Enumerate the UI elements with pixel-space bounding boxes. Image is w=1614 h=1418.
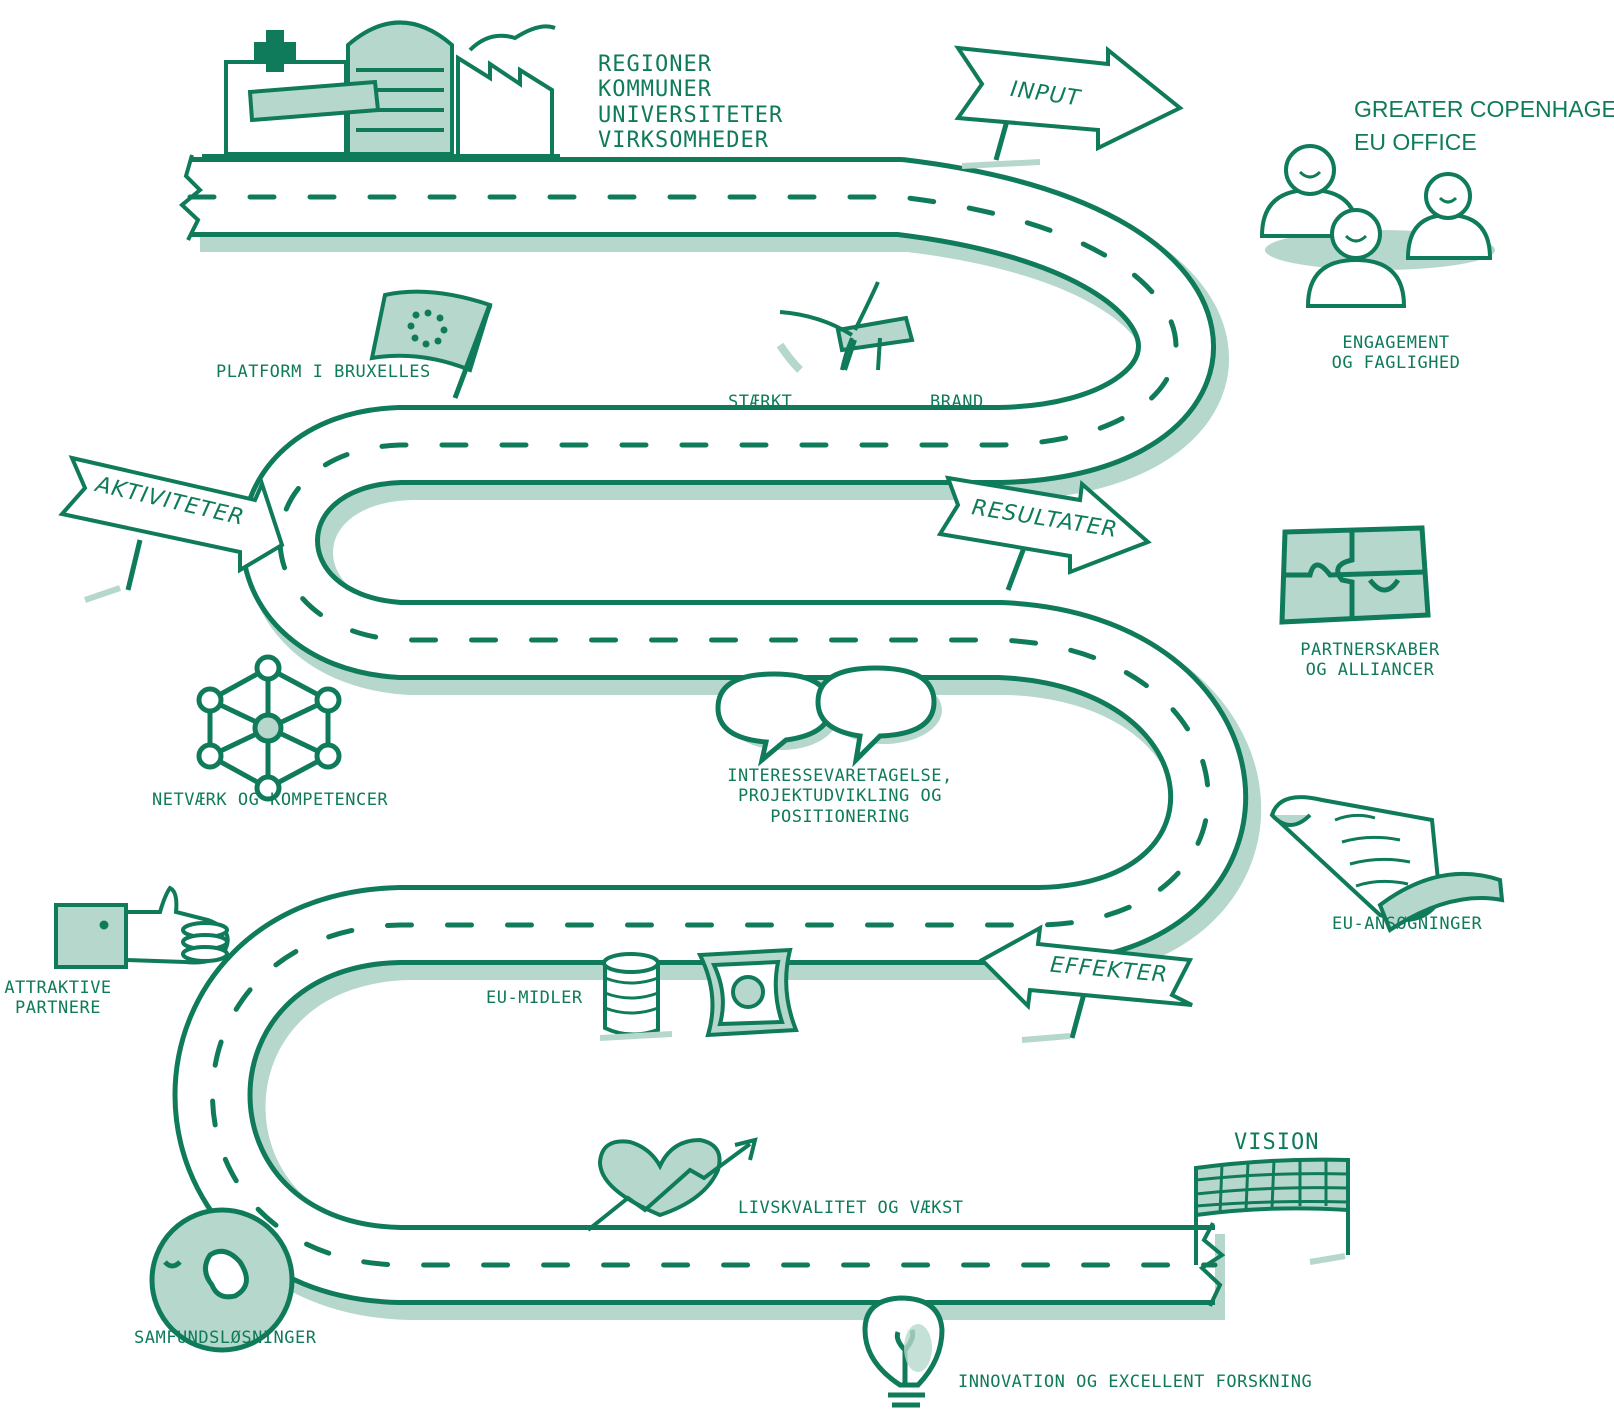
interesse-label: INTERESSEVARETAGELSE, PROJEKTUDVIKLING O…: [700, 766, 980, 827]
partnerskaber-line-2: OG ALLIANCER: [1305, 660, 1435, 681]
coins-icon: [599, 952, 673, 1041]
effekter-sign: EFFEKTER: [978, 924, 1194, 1043]
heart-arrow-icon: [586, 1137, 758, 1232]
office-line-2: EU OFFICE: [1354, 129, 1477, 156]
winding-road: [182, 154, 1225, 1306]
partnerskaber-line-1: PARTNERSKABER: [1300, 640, 1440, 660]
vision-label: VISION: [1234, 1130, 1320, 1155]
engagement-line-1: ENGAGEMENT: [1342, 333, 1450, 353]
handshake-icon: [54, 885, 230, 969]
attraktive-line-2: PARTNERE: [15, 998, 101, 1019]
engagement-line-2: OG FAGLIGHED: [1331, 353, 1461, 374]
globe-icon: [149, 1207, 295, 1353]
eu-flag-icon: [369, 289, 493, 399]
wind-turbine-icon: [776, 281, 915, 373]
stakeholder-universiteter: UNIVERSITETER: [598, 102, 784, 128]
buildings-icon: [202, 20, 560, 158]
stakeholder-virksomheder: VIRKSOMHEDER: [598, 127, 769, 153]
netvaerk-label: NETVÆRK OG KOMPETENCER: [152, 790, 389, 810]
office-title: GREATER COPENHAGEN EU OFFICE: [1354, 93, 1614, 160]
stakeholder-kommuner: KOMMUNER: [598, 77, 712, 103]
banknote-icon: [696, 947, 799, 1038]
interesse-line-1: INTERESSEVARETAGELSE,: [727, 766, 953, 786]
resultater-sign: RESULTATER: [936, 475, 1152, 591]
eu-ansoegninger-label: EU-ANSØGNINGER: [1332, 914, 1483, 934]
puzzle-icon: [1279, 525, 1431, 625]
interesse-line-3: POSITIONERING: [770, 806, 910, 827]
scroll-icon: [1269, 795, 1505, 934]
people-icon: [1259, 144, 1495, 308]
innovation-label: INNOVATION OG EXCELLENT FORSKNING: [958, 1372, 1313, 1392]
samfund-label: SAMFUNDSLØSNINGER: [134, 1328, 317, 1348]
partnerskaber-label: PARTNERSKABER OG ALLIANCER: [1270, 640, 1470, 681]
lightbulb-icon: [862, 1295, 945, 1408]
network-icon: [196, 654, 342, 802]
stakeholder-list: REGIONER KOMMUNER UNIVERSITETER VIRKSOMH…: [598, 52, 783, 153]
staerkt-label: STÆRKT: [728, 392, 793, 412]
speech-bubbles-icon: [715, 665, 942, 768]
input-sign: INPUT: [953, 45, 1184, 169]
interesse-line-2: PROJEKTUDVIKLING OG: [738, 786, 942, 807]
livskvalitet-label: LIVSKVALITET OG VÆKST: [738, 1198, 964, 1218]
platform-label: PLATFORM I BRUXELLES: [216, 362, 431, 382]
eu-midler-label: EU-MIDLER: [486, 988, 583, 1008]
stakeholder-regioner: REGIONER: [598, 52, 712, 77]
attraktive-line-1: ATTRAKTIVE: [4, 978, 112, 998]
finish-flag-icon: [1194, 1157, 1350, 1265]
office-line-1: GREATER COPENHAGEN: [1354, 96, 1614, 122]
attraktive-label: ATTRAKTIVE PARTNERE: [4, 978, 112, 1019]
brand-label: BRAND: [930, 392, 984, 412]
engagement-label: ENGAGEMENT OG FAGLIGHED: [1316, 333, 1476, 374]
